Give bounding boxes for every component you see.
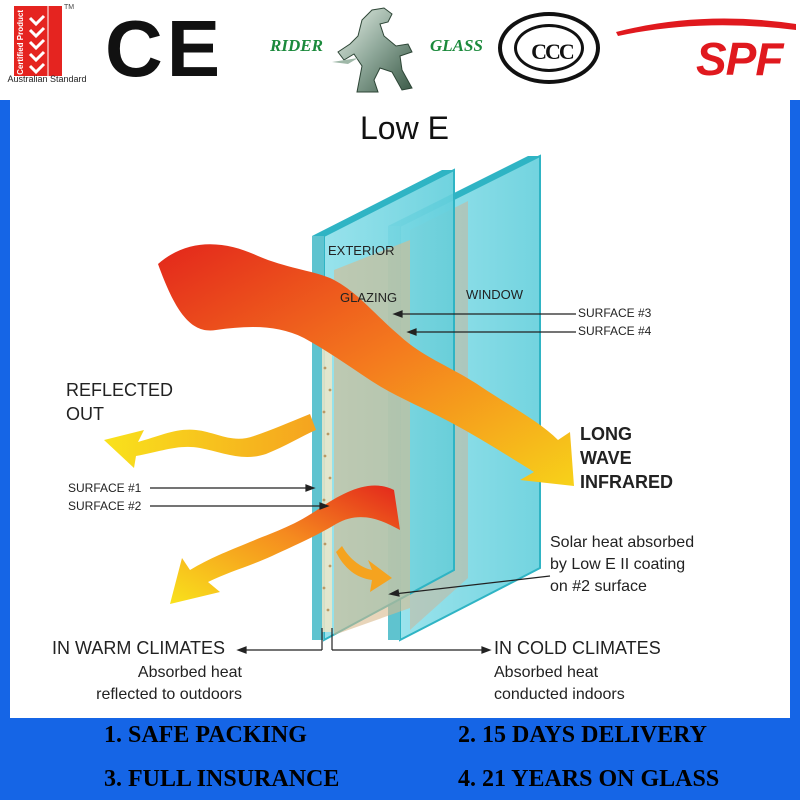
label-window: WINDOW [466,287,524,302]
diagram-title: Low E [360,110,449,146]
label-cold-line-2: conducted indoors [494,686,625,703]
low-e-coating [322,290,332,632]
label-warm-climates: IN WARM CLIMATES [52,638,226,658]
heat-wave-reflected [104,414,316,468]
label-surface-2: SURFACE #2 [68,499,142,513]
label-solar-line-1: Solar heat absorbed [550,534,695,551]
spf-swoosh-icon [616,18,796,36]
logo-header: Certified Product TM Australian Standard… [0,0,800,100]
label-long-wave-infrared: LONG WAVE INFRARED [580,422,673,494]
ccc-inner-ring: CCC [514,24,584,72]
label-long-line-2: WAVE [580,448,632,468]
label-long-line-3: INFRARED [580,472,673,492]
label-reflected-line-2: OUT [66,404,104,424]
rider-text: RIDER [270,36,323,55]
feature-years-on-glass: 4. 21 YEARS ON GLASS [458,766,720,792]
heat-absorbed-arrow [336,546,392,592]
label-cold-climates: IN COLD CLIMATES [494,638,661,658]
trademark-symbol: TM [64,4,75,11]
label-solar-line-3: on #2 surface [550,578,647,595]
glass-text: GLASS [430,36,483,55]
heat-wave-incoming [158,244,574,486]
australian-standard-text: Australian Standard [7,74,87,84]
australian-standard-badge: Certified Product TM Australian Standard [6,4,88,96]
label-surface-4: SURFACE #4 [578,324,652,338]
ccc-certification-logo: CCC [498,12,600,84]
feature-safe-packing: 1. SAFE PACKING [104,722,307,748]
label-warm-line-2: reflected to outdoors [96,686,242,703]
heat-wave-warm-climate [170,485,400,604]
label-solar-line-2: by Low E II coating [550,556,686,573]
label-long-line-1: LONG [580,424,632,444]
rider-glass-logo: RIDER GLASS [262,6,492,96]
label-reflected-line-1: REFLECTED [66,380,174,400]
label-cold-description: Absorbed heat conducted indoors [494,662,625,706]
spf-text: SPF [696,33,783,85]
ce-mark-logo: CE [105,4,225,93]
label-reflected-out: REFLECTED OUT [66,378,173,426]
label-warm-line-1: Absorbed heat [137,664,242,681]
label-glazing: GLAZING [340,290,398,305]
label-cold-line-1: Absorbed heat [494,664,599,681]
label-exterior: EXTERIOR [328,243,395,258]
rearing-horse-icon [332,7,413,93]
feature-delivery: 2. 15 DAYS DELIVERY [458,722,707,748]
label-surface-1: SURFACE #1 [68,481,142,495]
diagram-graphic [104,154,576,654]
feature-insurance: 3. FULL INSURANCE [104,766,340,792]
spf-logo: SPF [612,10,796,90]
low-e-diagram: Low E EXTERIOR GLAZING WINDOW SURFACE #3… [10,100,790,718]
label-solar-heat: Solar heat absorbed by Low E II coating … [550,532,694,598]
label-warm-description: Absorbed heat reflected to outdoors [70,662,242,706]
label-pointers [150,310,576,654]
australian-standard-mark-icon: Certified Product [14,6,62,76]
ccc-text: CCC [531,39,575,64]
label-surface-3: SURFACE #3 [578,306,652,320]
